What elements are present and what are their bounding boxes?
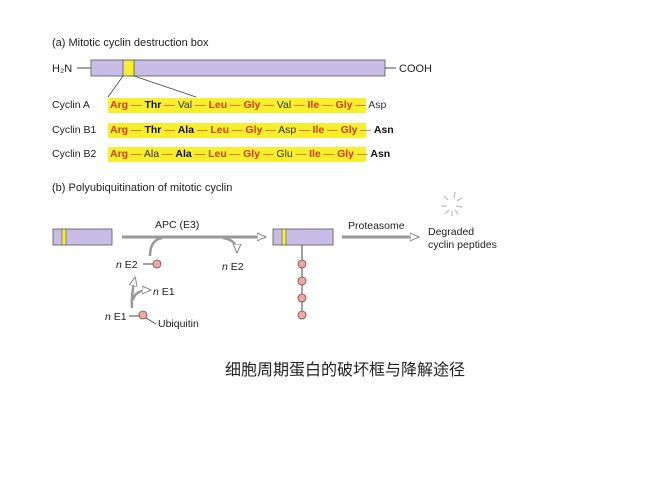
peptide-bond-dash: — (352, 99, 369, 111)
residue: Arg (110, 148, 129, 160)
residue: Gly (337, 148, 355, 160)
cyclin-a-sequence: Arg — Thr — Val — Leu — Gly — Val — Ile … (108, 98, 386, 113)
residue: Asp (368, 99, 387, 111)
e2-released-label: n E2 (222, 261, 244, 273)
destruction-box (122, 59, 135, 77)
peptide-bond-dash: — (128, 148, 144, 160)
cyclin-b1-sequence: Arg — Thr — Ala — Leu — Gly — Asp — Ile … (108, 123, 394, 138)
peptide-bond-dash: — (161, 124, 178, 136)
peptide-bond-dash: — (296, 124, 313, 136)
peptide-bond-dash: — (161, 99, 178, 111)
e2-out-curve (222, 236, 237, 252)
residue: Arg (110, 99, 129, 111)
e1-to-e2-arrow (132, 278, 135, 309)
residue: Ile (307, 99, 320, 111)
peptide-bond-dash: — (260, 148, 277, 160)
peptide-bond-dash: — (319, 99, 336, 111)
cyclin-box-left (52, 228, 113, 246)
peptide-bond-dash: — (291, 99, 308, 111)
cyclin-b1-label: Cyclin B1 (52, 124, 97, 136)
zoom-line-left (107, 75, 124, 98)
degraded-label-line2: cyclin peptides (428, 239, 497, 251)
destruction-box-right (281, 228, 287, 246)
residue: Thr (144, 99, 162, 111)
residue: Leu (208, 99, 228, 111)
residue: Glu (276, 148, 293, 160)
cyclin-protein-bar (90, 59, 386, 77)
ubiquitin-pointer (145, 317, 157, 325)
e2-in-curve (148, 236, 163, 257)
peptide-bond-dash: — (226, 148, 244, 160)
residue: Ala (175, 148, 192, 160)
peptide-bond-dash: — (262, 124, 279, 136)
ubiquitin-circle (297, 276, 307, 286)
e1-released-label: n E1 (153, 286, 175, 298)
peptide-bond-dash: — (194, 124, 211, 136)
peptide-bond-dash: — (260, 99, 277, 111)
residue: Gly (243, 99, 261, 111)
ubiquitin-label: Ubiquitin (158, 318, 199, 330)
residue: Leu (210, 124, 230, 136)
residue: Thr (144, 124, 162, 136)
cyclin-box-right (272, 228, 334, 246)
residue: Gly (243, 148, 261, 160)
cyclin-b2-label: Cyclin B2 (52, 148, 97, 160)
residue: Arg (110, 124, 129, 136)
n-terminus-label: H₂N (52, 63, 72, 75)
residue: Ile (309, 148, 321, 160)
residue: Val (276, 99, 292, 111)
peptide-bond-dash: — (357, 124, 374, 136)
residue: Gly (335, 99, 353, 111)
residue: Gly (340, 124, 358, 136)
e2-loaded-label: n E2 (116, 259, 138, 271)
ubiquitin-circle (297, 293, 307, 303)
zoom-line-right (133, 75, 197, 98)
peptide-bond-dash: — (320, 148, 338, 160)
part-b-title: (b) Polyubiquitination of mitotic cyclin (52, 182, 232, 194)
peptide-bond-dash: — (191, 148, 209, 160)
peptide-fragments-icon (441, 191, 463, 216)
residue: Ala (143, 148, 160, 160)
peptide-bond-dash: — (227, 99, 244, 111)
degraded-label-line1: Degraded (428, 226, 474, 238)
ubiquitin-circle (297, 310, 307, 320)
residue: Leu (208, 148, 227, 160)
residue: Ile (312, 124, 325, 136)
residue: Val (177, 99, 193, 111)
peptide-bond-dash: — (159, 148, 176, 160)
peptide-bond-dash: — (229, 124, 246, 136)
residue: Ala (177, 124, 195, 136)
peptide-bond-dash: — (128, 99, 145, 111)
residue: Asp (278, 124, 297, 136)
peptide-bond-dash: — (192, 99, 209, 111)
proteasome-label: Proteasome (348, 220, 405, 232)
peptide-bond-dash: — (292, 148, 310, 160)
apc-label: APC (E3) (155, 219, 199, 231)
ubiquitin-circle (297, 259, 307, 269)
ubiquitin-on-e1 (138, 310, 148, 320)
ubiquitin-on-e2 (152, 259, 162, 269)
slide-caption: 细胞周期蛋白的破坏框与降解途径 (224, 360, 465, 379)
residue: Asn (373, 124, 394, 136)
c-terminus-label: COOH (399, 63, 432, 75)
peptide-bond-dash: — (324, 124, 341, 136)
residue: Gly (245, 124, 263, 136)
cyclin-a-label: Cyclin A (52, 99, 90, 111)
destruction-box-left (61, 228, 67, 246)
residue: Asn (370, 148, 391, 160)
part-a-title: (a) Mitotic cyclin destruction box (52, 37, 209, 49)
peptide-bond-dash: — (354, 148, 371, 160)
peptide-bond-dash: — (128, 124, 145, 136)
e1-loaded-label: n E1 (105, 311, 127, 323)
e1-release-arrow (131, 290, 150, 301)
cyclin-b2-sequence: Arg — Ala — Ala — Leu — Gly — Glu — Ile … (108, 147, 390, 162)
